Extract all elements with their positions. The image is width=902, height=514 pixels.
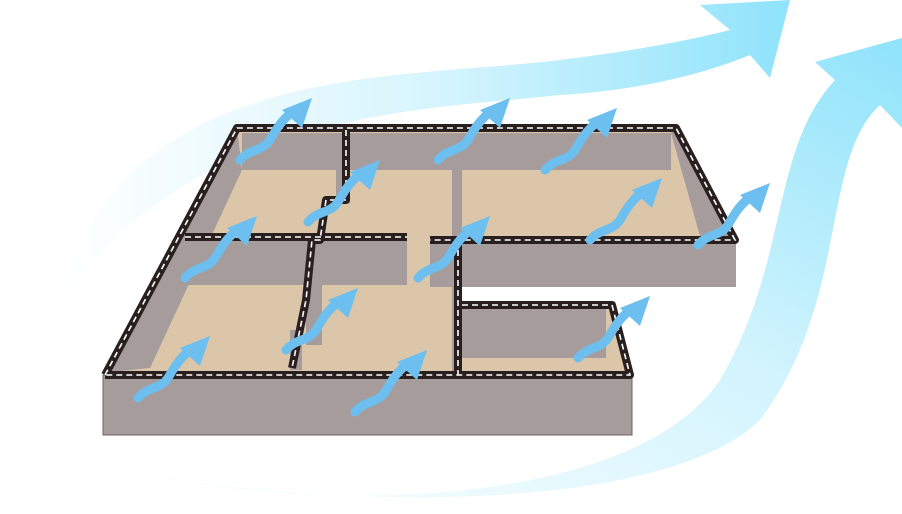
airflow-arrow-icon xyxy=(693,183,770,250)
airflow-arrow-icon xyxy=(235,98,312,165)
airflow-arrow-icon xyxy=(433,98,510,165)
airflow-arrow-icon xyxy=(540,108,617,175)
airflow-arrow-icon xyxy=(133,336,210,403)
airflow-arrow-icon xyxy=(180,216,257,283)
airflow-arrow-icon xyxy=(585,178,662,245)
interior-wall xyxy=(430,237,736,287)
airflow-arrow-icon xyxy=(413,216,490,283)
floor-plan xyxy=(101,124,739,436)
airflow-arrow-icon xyxy=(281,288,358,355)
wind-swoosh-icon xyxy=(60,0,790,300)
airflow-arrow-icon xyxy=(303,160,380,227)
airflow-arrow-icon xyxy=(573,296,650,363)
airflow-arrow-icon xyxy=(350,350,427,417)
